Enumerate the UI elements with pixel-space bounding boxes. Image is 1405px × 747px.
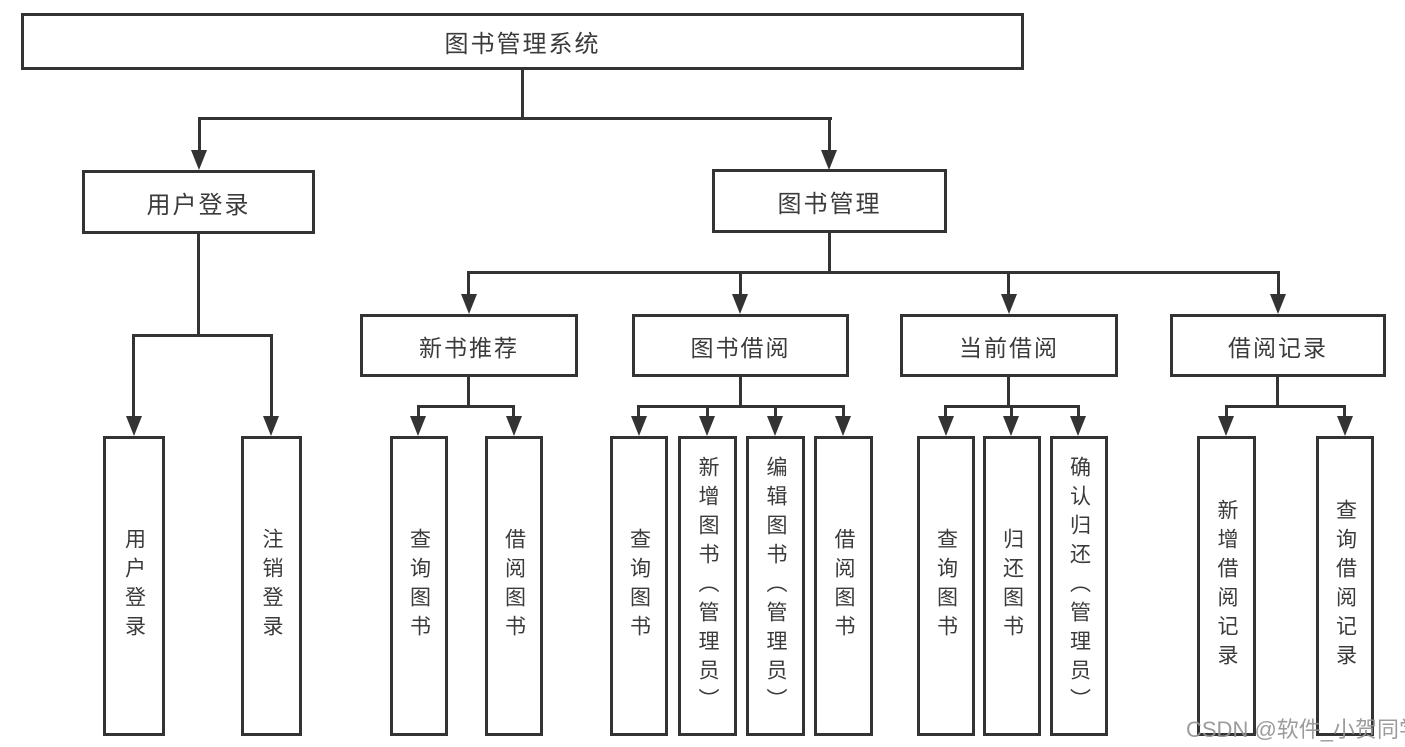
connector-line (1007, 377, 1010, 408)
leaf-query-book-1: 查询图书 (390, 436, 448, 736)
connector-line (512, 405, 515, 419)
arrowhead-down (191, 150, 207, 170)
arrowhead-down (732, 294, 748, 314)
leaf-borrow-book-1: 借阅图书 (485, 436, 543, 736)
arrowhead-down (1218, 416, 1234, 436)
node-book-management: 图书管理 (712, 169, 947, 233)
node-new-book-recommend: 新书推荐 (360, 314, 578, 377)
arrowhead-down (126, 416, 142, 436)
connector-line (132, 334, 273, 337)
connector-line (417, 405, 420, 419)
arrowhead-down (1270, 294, 1286, 314)
connector-line (417, 405, 515, 408)
node-book-management-label: 图书管理 (777, 190, 882, 218)
connector-line (637, 405, 640, 419)
leaf-label: 借阅图书 (502, 528, 526, 644)
leaf-confirm-return-admin: 确认归还（管理员） (1050, 436, 1108, 736)
connector-line (1010, 405, 1013, 419)
node-label: 借阅记录 (1228, 334, 1328, 361)
connector-line (944, 405, 947, 419)
connector-line (638, 405, 845, 408)
arrowhead-down (631, 416, 647, 436)
node-label: 新书推荐 (419, 334, 519, 361)
connector-line (132, 334, 135, 418)
leaf-return-book: 归还图书 (983, 436, 1041, 736)
connector-line (842, 405, 845, 419)
connector-line (1277, 271, 1280, 296)
leaf-label: 新增图书（管理员） (696, 455, 719, 717)
arrowhead-down (938, 416, 954, 436)
leaf-label: 查询图书 (627, 528, 651, 644)
leaf-query-book-2: 查询图书 (610, 436, 668, 736)
connector-line (1225, 405, 1228, 419)
leaf-borrow-book-2: 借阅图书 (814, 436, 873, 736)
connector-line (467, 271, 1279, 274)
leaf-user-login: 用户登录 (103, 436, 165, 736)
leaf-query-borrow-record: 查询借阅记录 (1316, 436, 1374, 736)
connector-line (197, 234, 200, 337)
node-user-login: 用户登录 (82, 170, 315, 234)
node-book-borrow: 图书借阅 (632, 314, 849, 377)
leaf-label: 借阅图书 (832, 528, 855, 644)
leaf-label: 查询图书 (407, 528, 431, 644)
connector-line (828, 117, 831, 153)
node-borrow-records: 借阅记录 (1170, 314, 1386, 377)
arrowhead-down (699, 416, 715, 436)
leaf-label: 用户登录 (122, 528, 146, 644)
connector-line (1077, 405, 1080, 419)
arrowhead-down (1001, 294, 1017, 314)
arrowhead-down (506, 416, 522, 436)
leaf-logout: 注销登录 (241, 436, 302, 736)
node-root-label: 图书管理系统 (444, 31, 601, 58)
node-label: 图书借阅 (690, 334, 791, 361)
arrowhead-down (1337, 416, 1353, 436)
connector-line (706, 405, 709, 419)
connector-line (1007, 271, 1010, 296)
connector-line (828, 233, 831, 274)
node-label: 当前借阅 (959, 334, 1059, 361)
leaf-label: 查询图书 (934, 528, 958, 644)
connector-line (739, 271, 742, 296)
connector-line (270, 334, 273, 418)
node-current-borrow: 当前借阅 (900, 314, 1118, 377)
arrowhead-down (821, 150, 837, 170)
connector-line (1343, 405, 1346, 419)
arrowhead-down (835, 416, 851, 436)
arrowhead-down (461, 294, 477, 314)
leaf-edit-book-admin: 编辑图书（管理员） (746, 436, 805, 736)
connector-line (198, 117, 832, 120)
csdn-watermark: CSDN @软件_小贺同学 (1186, 717, 1405, 742)
node-user-login-label: 用户登录 (146, 191, 251, 219)
arrowhead-down (1070, 416, 1086, 436)
leaf-label: 归还图书 (1000, 528, 1024, 644)
connector-line (1276, 377, 1279, 408)
leaf-label: 注销登录 (260, 528, 283, 644)
connector-line (774, 405, 777, 419)
arrowhead-down (410, 416, 426, 436)
arrowhead-down (263, 416, 279, 436)
connector-line (1225, 405, 1346, 408)
arrowhead-down (1003, 416, 1019, 436)
connector-line (467, 271, 470, 296)
leaf-label: 编辑图书（管理员） (764, 455, 787, 717)
leaf-query-book-3: 查询图书 (917, 436, 975, 736)
connector-line (739, 377, 742, 408)
connector-line (198, 117, 201, 153)
connector-line (521, 70, 524, 120)
leaf-add-borrow-record: 新增借阅记录 (1197, 436, 1256, 736)
leaf-label: 确认归还（管理员） (1067, 455, 1091, 717)
leaf-label: 新增借阅记录 (1215, 499, 1238, 673)
leaf-label: 查询借阅记录 (1333, 499, 1357, 673)
arrowhead-down (767, 416, 783, 436)
connector-line (467, 377, 470, 408)
leaf-add-book-admin: 新增图书（管理员） (678, 436, 737, 736)
node-root: 图书管理系统 (21, 13, 1024, 70)
